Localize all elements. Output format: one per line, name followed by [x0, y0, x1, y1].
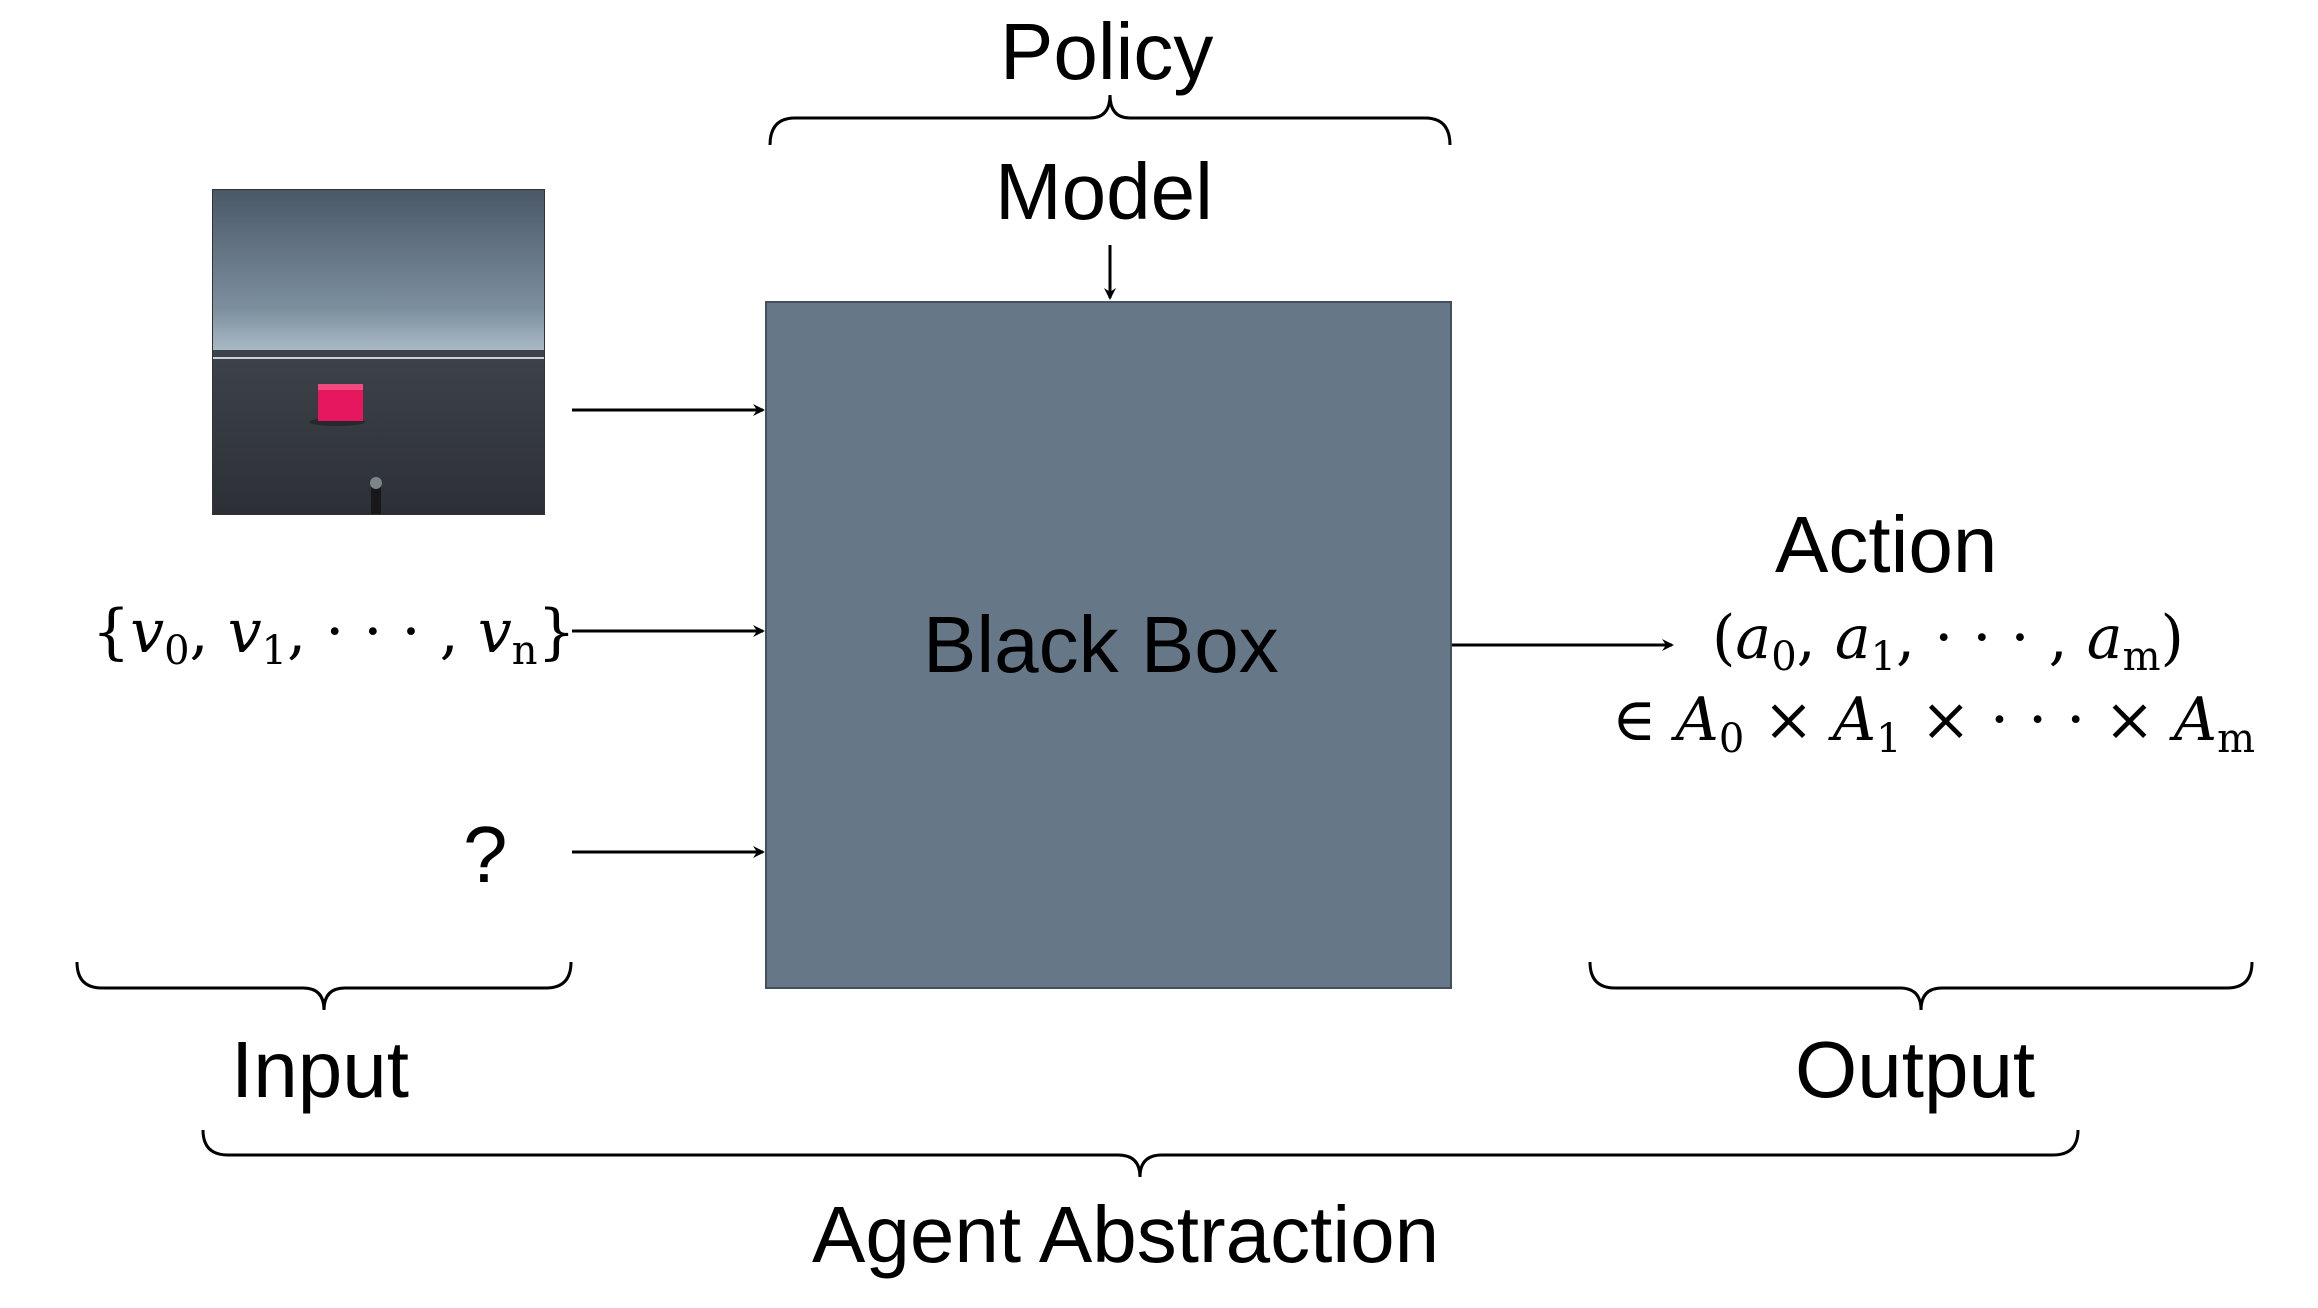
- agent-abstraction-label: Agent Abstraction: [812, 1190, 1440, 1279]
- action-tuple-formula: (a0, a1, · · · , am): [1712, 603, 2184, 680]
- unknown-input-label: ?: [463, 810, 508, 899]
- agent-head: [370, 477, 382, 489]
- cube-top: [318, 384, 363, 390]
- target-cube: [318, 384, 363, 421]
- input-label: Input: [231, 1025, 409, 1114]
- vector-input-formula: {v0, v1, · · · , vn}: [92, 597, 576, 674]
- black-box-label: Black Box: [923, 600, 1279, 689]
- policy-brace: [768, 94, 1452, 146]
- agent-abstraction-brace: [201, 1129, 2080, 1178]
- output-brace: [1588, 961, 2254, 1011]
- model-label: Model: [995, 147, 1213, 236]
- policy-label: Policy: [1000, 7, 1214, 96]
- action-label: Action: [1775, 500, 1998, 589]
- action-space-formula: ∈ A0 × A1 × · · · × Am: [1612, 685, 2256, 762]
- camera-observation-image: [212, 189, 545, 515]
- sky: [213, 190, 544, 350]
- agent-body: [371, 486, 381, 514]
- black-box: [765, 301, 1452, 989]
- output-label: Output: [1795, 1025, 2036, 1114]
- input-brace: [75, 961, 573, 1011]
